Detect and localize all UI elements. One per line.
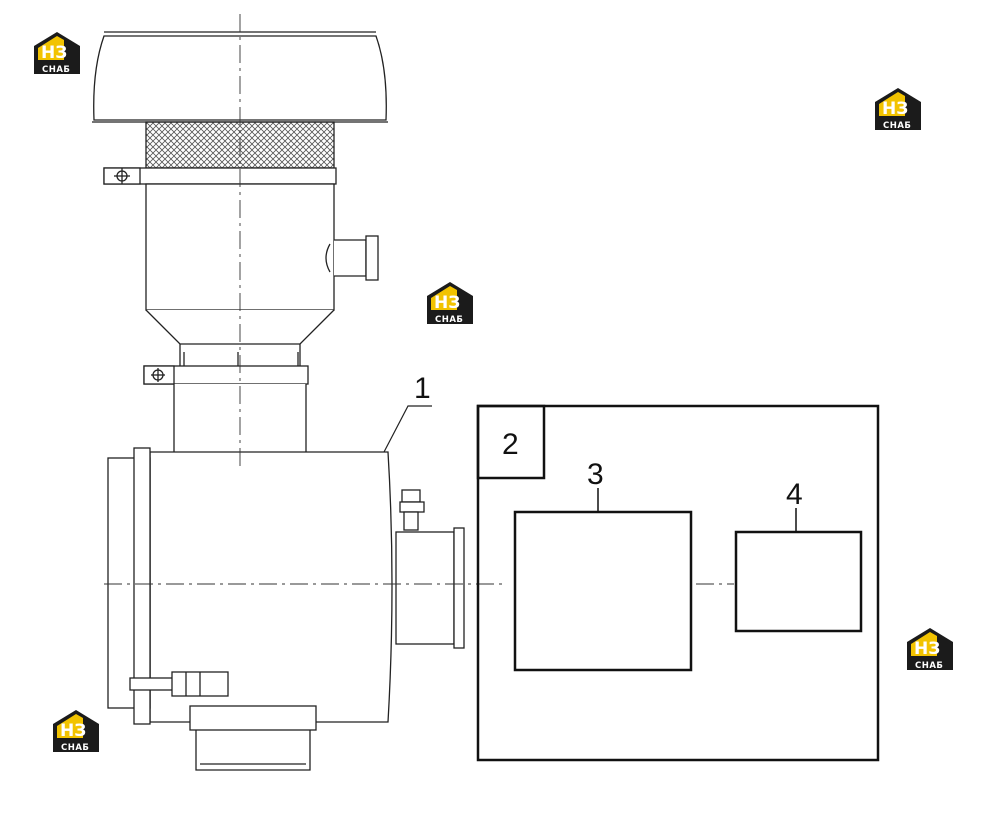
component-box-3 (513, 510, 693, 672)
svg-text:СНАБ: СНАБ (42, 65, 70, 75)
watermark-logo-center: НЗ СНАБ (427, 282, 473, 325)
service-latch (129, 671, 229, 697)
callout-label-2: 2 (502, 428, 519, 461)
svg-text:СНАБ: СНАБ (435, 315, 463, 325)
restriction-indicator (399, 489, 425, 531)
svg-text:НЗ: НЗ (60, 721, 86, 741)
mounting-bracket (189, 705, 317, 771)
callout-label-1: 1 (414, 372, 431, 405)
callout-label-3: 3 (587, 458, 604, 491)
svg-text:СНАБ: СНАБ (883, 121, 911, 131)
side-nozzle (325, 235, 379, 281)
block-diagram (476, 404, 880, 762)
outlet-pipe (395, 527, 465, 649)
lower-clamp (143, 352, 309, 385)
watermark-logo-top-left: НЗ СНАБ (34, 32, 80, 75)
svg-text:НЗ: НЗ (882, 99, 908, 119)
upper-clamp (103, 167, 337, 185)
watermark-logo-right: НЗ СНАБ (907, 628, 953, 671)
label-box-2 (476, 404, 546, 480)
svg-text:НЗ: НЗ (914, 639, 940, 659)
svg-text:СНАБ: СНАБ (915, 661, 943, 671)
assembly-box-2 (476, 404, 880, 762)
watermark-logo-top-right: НЗ СНАБ (875, 88, 921, 131)
leader-line-1 (383, 405, 432, 453)
svg-text:СНАБ: СНАБ (61, 743, 89, 753)
air-filter-assembly (92, 14, 734, 771)
watermark-logo-bottom-left: НЗ СНАБ (53, 710, 99, 753)
svg-text:НЗ: НЗ (41, 43, 67, 63)
main-housing (107, 447, 393, 725)
svg-text:НЗ: НЗ (434, 293, 460, 313)
centerlines (104, 14, 734, 585)
callout-label-4: 4 (786, 478, 803, 511)
component-box-4 (734, 530, 863, 633)
